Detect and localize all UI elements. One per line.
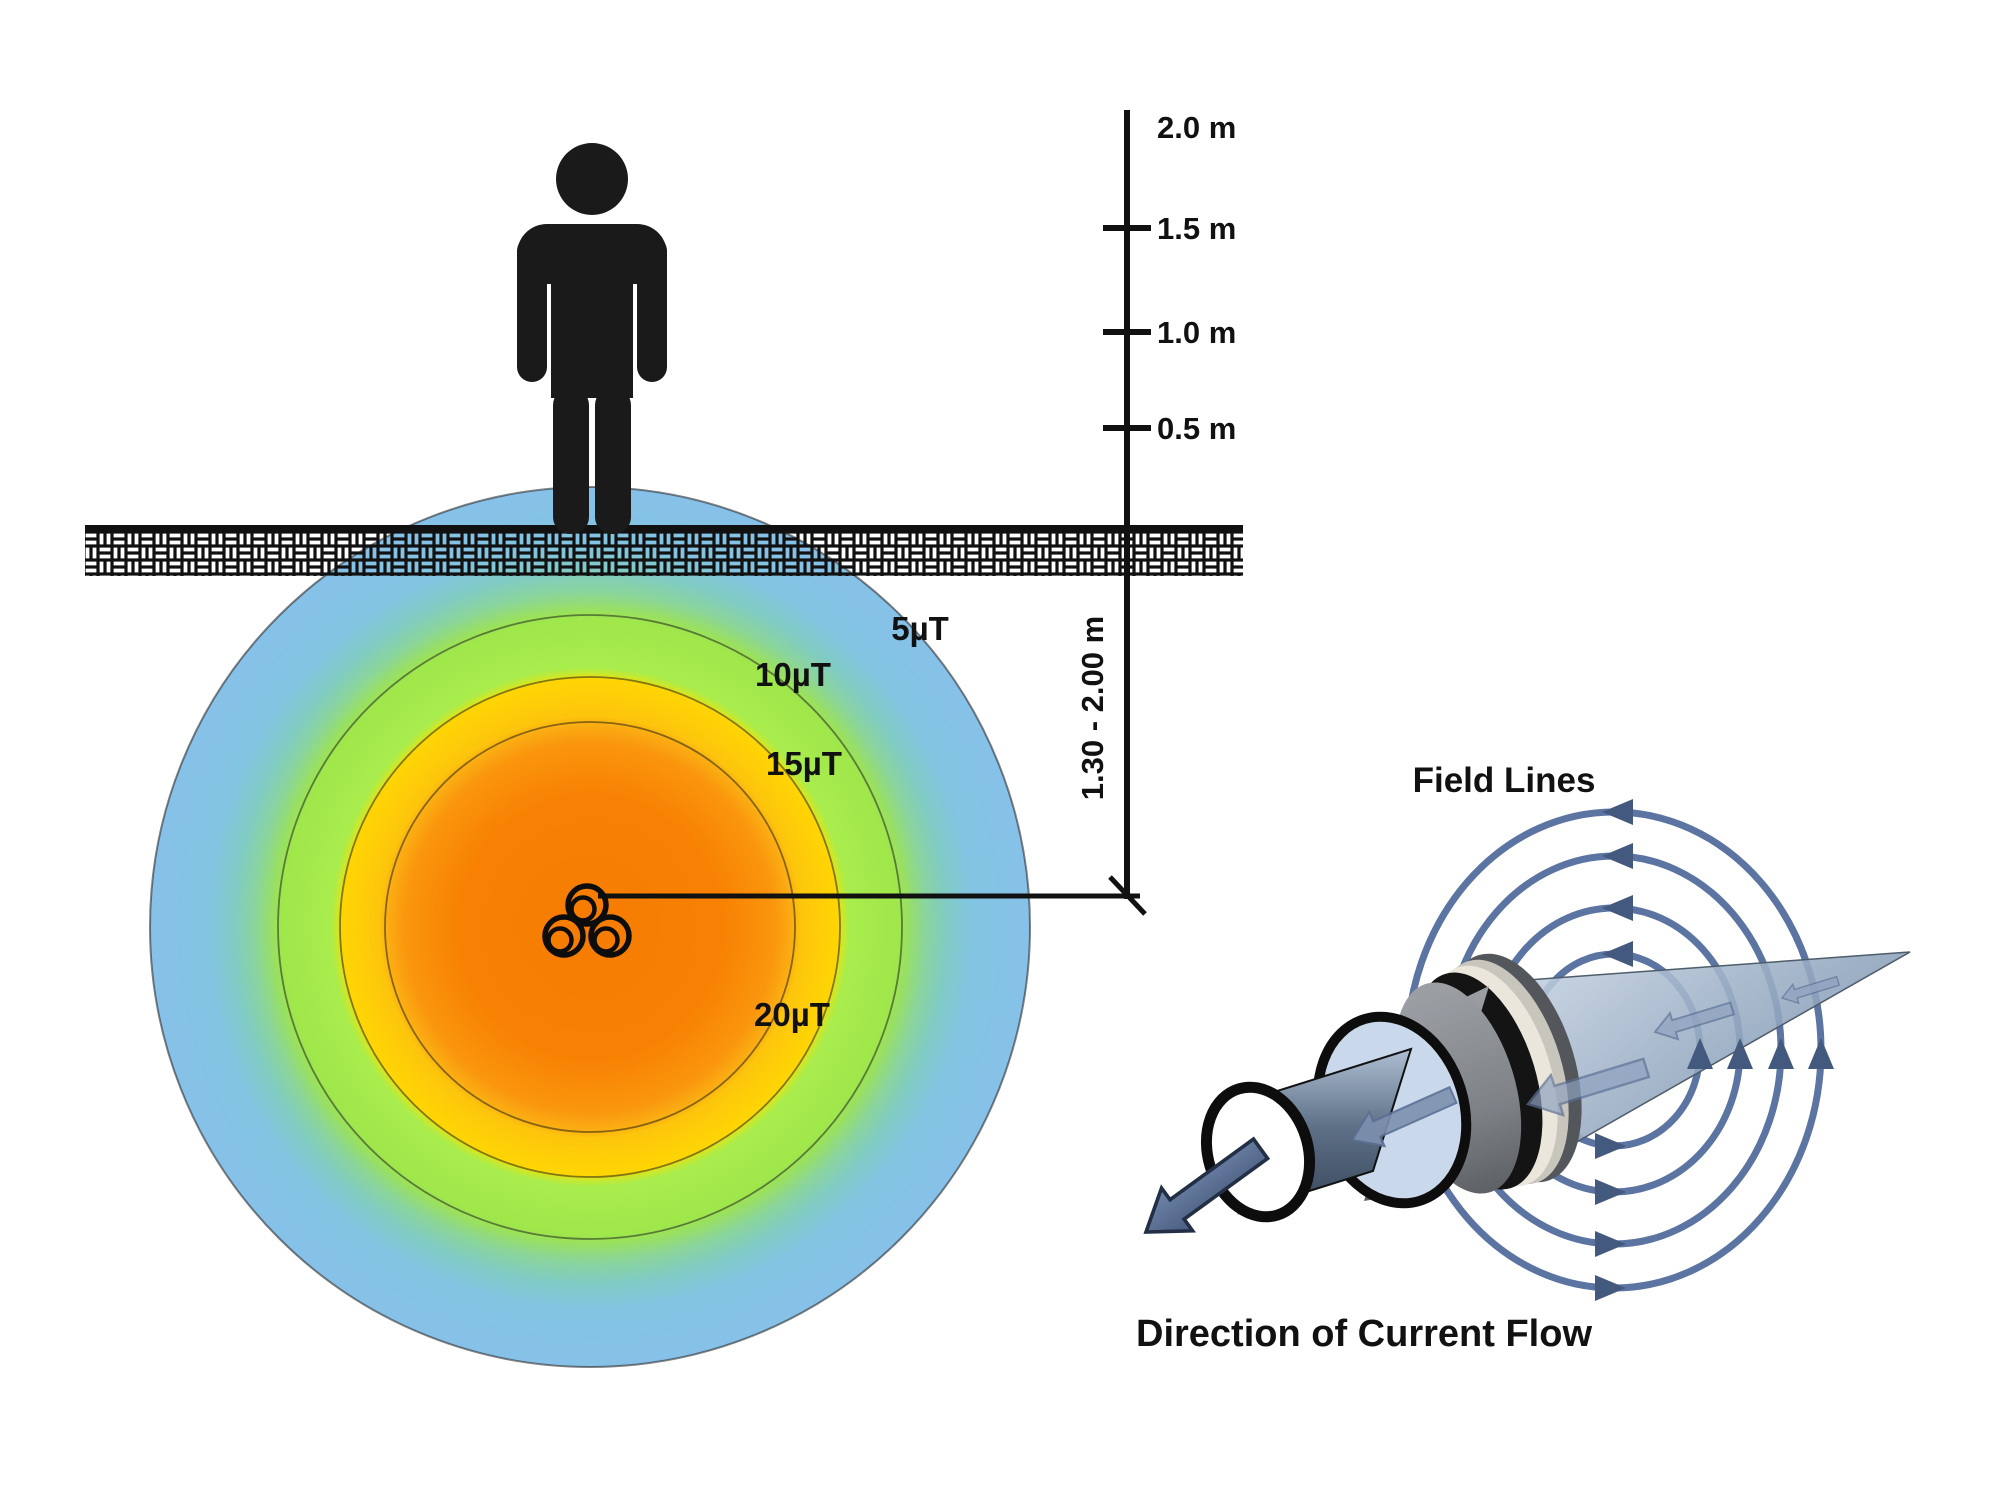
current-arrow-body-2 <box>1653 1001 1736 1041</box>
person-icon <box>517 143 667 534</box>
scale-tick-label-15m: 1.5 m <box>1157 211 1236 246</box>
current-arrow-insulation <box>1350 1085 1458 1148</box>
main-current-arrow <box>1143 1136 1271 1234</box>
cable-trefoil-icon <box>542 883 632 958</box>
scale-tick-label-05m: 0.5 m <box>1157 411 1236 446</box>
field-map-panel: 2.0 m 1.5 m 1.0 m 0.5 m 1.30 - 2.00 m 5µ… <box>85 110 1243 1368</box>
zone-ring-20uT <box>384 721 796 1133</box>
zone-label-15uT: 15µT <box>766 745 842 782</box>
current-arrow-body-3 <box>1780 975 1841 1005</box>
zone-ring-15uT <box>339 676 841 1178</box>
current-arrow-body-1 <box>1525 1057 1651 1117</box>
zone-labels: 5µT 10µT 15µT 20µT <box>754 610 949 1033</box>
ground-band <box>85 525 1243 576</box>
zone-ring-10uT <box>277 614 903 1240</box>
zone-label-5uT: 5µT <box>891 610 949 647</box>
zone-label-20uT: 20µT <box>754 996 830 1033</box>
scale-ticks <box>1103 225 1151 431</box>
field-line-arrowheads <box>1595 799 1633 1301</box>
current-arrows <box>1143 975 1841 1234</box>
burial-depth-label: 1.30 - 2.00 m <box>1075 616 1110 800</box>
field-line-up-arrowheads <box>1687 1038 1834 1069</box>
ground-hatch <box>85 531 1243 576</box>
field-lines-label: Field Lines <box>1413 761 1596 800</box>
scale-tick-label-1m: 1.0 m <box>1157 315 1236 350</box>
zone-boundary-rings <box>277 614 903 1240</box>
cable-3d-panel: Field Lines Direction of Current Flow <box>1136 761 1911 1355</box>
scale-tick-label-2m: 2.0 m <box>1157 110 1236 145</box>
current-flow-label: Direction of Current Flow <box>1136 1313 1592 1355</box>
zone-label-10uT: 10µT <box>755 656 831 693</box>
height-scale: 2.0 m 1.5 m 1.0 m 0.5 m 1.30 - 2.00 m <box>1075 110 1236 899</box>
